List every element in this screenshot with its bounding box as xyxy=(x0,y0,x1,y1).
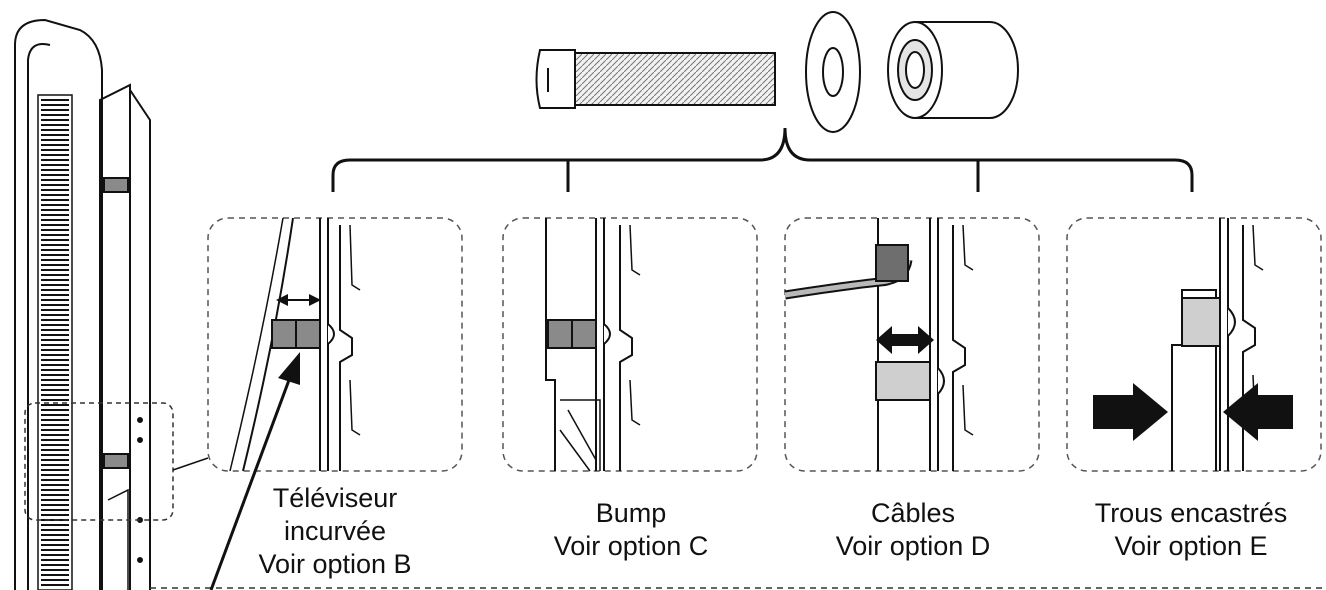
caption-c-line2: Voir option C xyxy=(553,531,709,561)
caption-option-b: Téléviseur incurvée Voir option B xyxy=(230,482,440,581)
panel-option-b xyxy=(207,217,463,472)
screw-icon xyxy=(535,49,776,109)
caption-option-e: Trous encastrés Voir option E xyxy=(1060,497,1322,563)
detail-zoom-box xyxy=(24,402,174,521)
tv-side-view xyxy=(14,18,151,590)
options-brace xyxy=(331,127,1194,192)
caption-b-line1: Téléviseur xyxy=(272,483,398,513)
washer-icon xyxy=(805,11,861,133)
caption-d-line2: Voir option D xyxy=(835,531,991,561)
spacer-icon xyxy=(887,21,1019,119)
caption-b-line2: incurvée xyxy=(283,516,387,546)
caption-c-line1: Bump xyxy=(595,498,667,528)
caption-b-line3: Voir option B xyxy=(258,549,412,579)
caption-e-line2: Voir option E xyxy=(1114,531,1268,561)
caption-d-line1: Câbles xyxy=(870,498,956,528)
panel-option-c xyxy=(502,217,758,472)
caption-e-line1: Trous encastrés xyxy=(1094,498,1288,528)
pointer-arrow xyxy=(209,371,294,590)
panel-option-d xyxy=(784,217,1040,472)
caption-option-d: Câbles Voir option D xyxy=(797,497,1029,563)
caption-option-c: Bump Voir option C xyxy=(515,497,747,563)
panel-option-e xyxy=(1066,217,1322,472)
